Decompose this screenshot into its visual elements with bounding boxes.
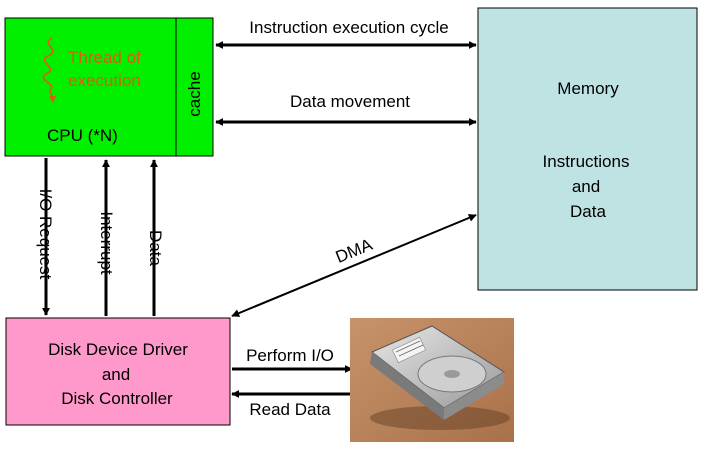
cpu-box-background (4, 17, 214, 157)
data-movement-label: Data movement (290, 92, 410, 111)
data-label: Data (146, 230, 165, 266)
hdd-label-sticker (392, 336, 426, 364)
thread-squiggle-icon (42, 37, 54, 101)
disk-driver-box-background (5, 317, 231, 426)
hdd-side-right (444, 372, 504, 420)
photo-shadow (370, 406, 510, 430)
cache-label: cache (185, 71, 204, 116)
memory-line3: Data (570, 202, 606, 221)
disk-driver-box: Disk Device Driver and Disk Controller (5, 317, 231, 426)
memory-line1: Instructions (543, 152, 630, 171)
memory-line2: and (572, 177, 600, 196)
hdd-spindle (444, 370, 460, 378)
hdd-label-line2 (398, 344, 424, 357)
memory-box: Memory Instructions and Data (477, 7, 698, 291)
io-request-label: I/O Request (36, 189, 55, 280)
thread-label-line1: Thread of (68, 48, 141, 67)
read-data-label: Read Data (249, 400, 331, 419)
dma-arrow (231, 214, 477, 317)
thread-arrowhead-icon (49, 96, 56, 103)
cpu-label: CPU (*N) (47, 126, 118, 145)
instruction-cycle-label: Instruction execution cycle (249, 18, 448, 37)
memory-box-background (477, 7, 698, 291)
cpu-box: cache Thread of execution CPU (*N) (4, 17, 214, 157)
thread-label-line2: execution (68, 71, 141, 90)
dma-label: DMA (333, 235, 376, 267)
hdd-label-line1 (395, 340, 421, 353)
disk-driver-line3: Disk Controller (61, 389, 173, 408)
disk-driver-line2: and (102, 365, 130, 384)
interrupt-label: Interrupt (97, 211, 116, 275)
disk-driver-line1: Disk Device Driver (48, 340, 188, 359)
memory-title: Memory (557, 79, 619, 98)
hard-disk-drive-photo (350, 318, 514, 442)
perform-io-label: Perform I/O (246, 346, 334, 365)
hdd-side (370, 352, 444, 420)
